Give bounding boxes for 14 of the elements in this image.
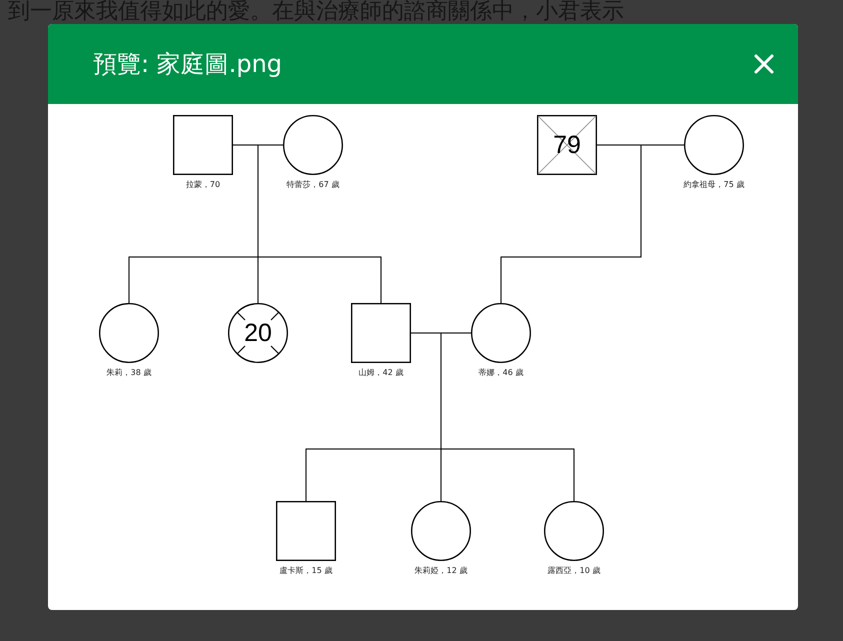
descent-line [258,144,382,304]
person-label: 露西亞，10 歲 [548,566,600,576]
person-label: 蒂娜，46 歲 [478,368,524,378]
person-label: 盧卡斯，15 歲 [280,566,332,576]
person-label: 拉蒙，70 [186,180,220,190]
age-number: 79 [553,131,581,159]
person-label: 特蕾莎，67 歲 [286,180,340,190]
age-number: 20 [244,319,272,347]
person-label: 約拿祖母，75 歲 [684,180,744,190]
dialog-title: 預覽: 家庭圖.png [93,49,282,80]
person-label: 朱莉婭，12 歲 [414,566,468,576]
person-label: 朱莉，38 歲 [106,368,152,378]
descent-line [440,332,574,502]
person-label: 山姆，42 歲 [358,368,404,378]
